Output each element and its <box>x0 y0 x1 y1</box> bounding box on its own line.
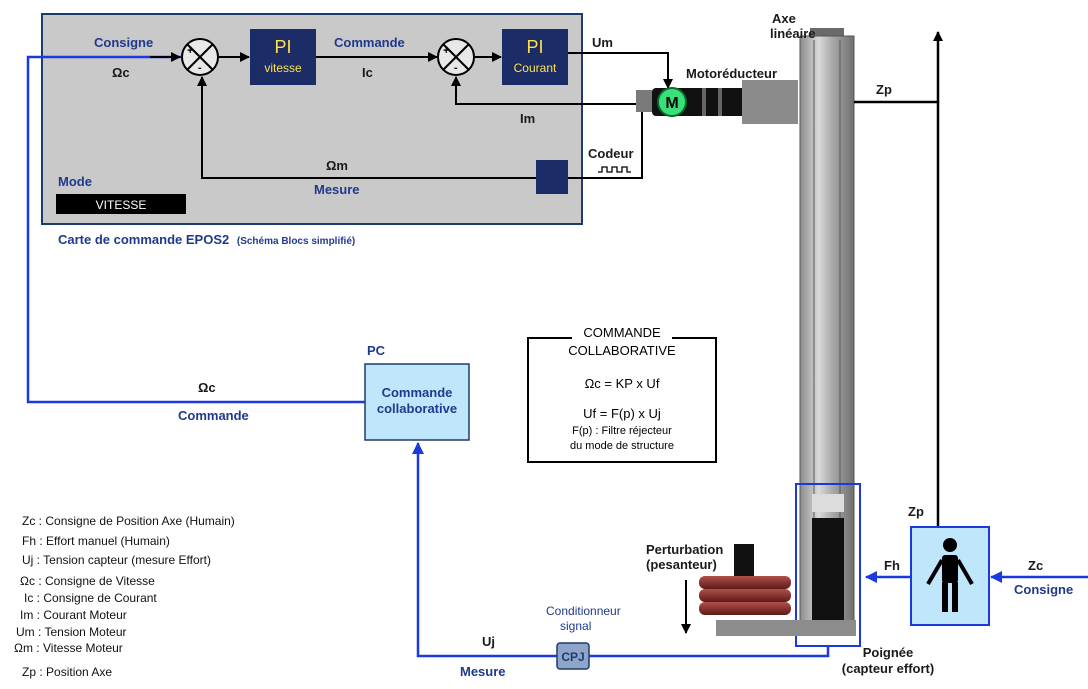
zp-label-human: Zp <box>908 504 924 519</box>
consigne-label: Consigne <box>94 35 153 50</box>
pi-vitesse-block <box>250 29 316 85</box>
board-caption-sub: (Schéma Blocs simplifié) <box>237 236 355 247</box>
perturbation-label-2: (pesanteur) <box>646 557 717 572</box>
legend-item: Im : Courant Moteur <box>20 608 127 622</box>
pc-omega-c-label: Ωc <box>198 380 216 395</box>
summer-2: + - <box>437 38 475 76</box>
legend-item: Fh : Effort manuel (Humain) <box>22 534 170 548</box>
weight-rod <box>734 544 754 578</box>
legend-item: Ωm : Vitesse Moteur <box>14 641 123 655</box>
collab-title-2: COLLABORATIVE <box>568 343 676 358</box>
zc-label: Zc <box>1028 558 1043 573</box>
board-caption: Carte de commande EPOS2 (Schéma Blocs si… <box>58 232 355 247</box>
pi-vitesse-subtitle: vitesse <box>264 61 302 75</box>
cpj-label: CPJ <box>561 650 584 664</box>
motoreducteur-label: Motoréducteur <box>686 66 777 81</box>
legend: Zc : Consigne de Position Axe (Humain) F… <box>14 514 235 679</box>
conditionneur-label-1: Conditionneur <box>546 604 621 618</box>
codeur-wave-icon <box>598 166 631 173</box>
codeur-label: Codeur <box>588 146 634 161</box>
human-icon <box>926 538 974 612</box>
collab-title-1: COMMANDE <box>583 325 661 340</box>
legend-item: Zp : Position Axe <box>22 665 112 679</box>
mesure-label-board: Mesure <box>314 182 360 197</box>
omega-m-label: Ωm <box>326 158 348 173</box>
encoder-housing <box>636 90 652 112</box>
motor-symbol <box>657 87 687 117</box>
axe-label-1: Axe <box>772 11 796 26</box>
ic-label: Ic <box>362 65 373 80</box>
weight-stack <box>699 576 791 615</box>
pc-block-line2: collaborative <box>377 401 457 416</box>
axe-cap <box>810 28 844 36</box>
uj-label: Uj <box>482 634 495 649</box>
legend-item: Uj : Tension capteur (mesure Effort) <box>22 553 211 567</box>
commande-label: Commande <box>334 35 405 50</box>
perturbation-label-1: Perturbation <box>646 542 723 557</box>
encoder-block <box>536 160 568 194</box>
collab-note-2: du mode de structure <box>570 440 674 452</box>
fh-label: Fh <box>884 558 900 573</box>
legend-item: Ic : Consigne de Courant <box>24 591 157 605</box>
um-wire <box>568 52 673 89</box>
pc-block-line1: Commande <box>382 385 453 400</box>
poignee-label-2: (capteur effort) <box>842 661 934 676</box>
motor-ring-1 <box>702 88 706 116</box>
zp-label-top: Zp <box>876 82 892 97</box>
sum1-minus: - <box>198 62 202 74</box>
pi-vitesse-title: PI <box>274 37 291 57</box>
base-plate <box>716 620 856 636</box>
collab-note-1: F(p) : Filtre réjecteur <box>572 425 672 437</box>
poignee-label-1: Poignée <box>863 645 914 660</box>
sum2-plus: + <box>443 45 449 57</box>
consigne-right-label: Consigne <box>1014 582 1073 597</box>
legend-item: Um : Tension Moteur <box>16 625 127 639</box>
pi-courant-title: PI <box>526 37 543 57</box>
summer-1: + - <box>181 38 219 76</box>
mode-value: VITESSE <box>96 198 147 212</box>
gearbox <box>742 80 798 124</box>
board-caption-main: Carte de commande EPOS2 <box>58 232 229 247</box>
codeur-wire <box>568 104 643 179</box>
mesure-wire <box>412 442 557 658</box>
collab-box <box>527 337 717 463</box>
um-label: Um <box>592 35 613 50</box>
im-wire <box>451 76 650 105</box>
carriage-body <box>812 518 844 622</box>
sensor-wire <box>588 646 830 658</box>
collab-eq-1: Ωc = KP x Uf <box>585 376 660 391</box>
omega-c-label: Ωc <box>112 65 130 80</box>
legend-item: Zc : Consigne de Position Axe (Humain) <box>22 514 235 528</box>
motor-ring-2 <box>718 88 722 116</box>
sum1-plus: + <box>187 45 193 57</box>
axe-label-2: linéaire <box>770 26 816 41</box>
im-label: Im <box>520 111 535 126</box>
zp-wire <box>854 31 943 104</box>
pi-courant-block <box>502 29 568 85</box>
pc-block <box>364 363 470 441</box>
pc-label: PC <box>367 343 386 358</box>
mode-label: Mode <box>58 174 92 189</box>
conditionneur-label-2: signal <box>560 619 591 633</box>
legend-item: Ωc : Consigne de Vitesse <box>20 574 155 588</box>
motor-letter: M <box>665 95 678 112</box>
cpj-block <box>556 642 590 670</box>
carriage-top <box>812 494 844 512</box>
sensor-mesure-label: Mesure <box>460 664 506 679</box>
pc-commande-label: Commande <box>178 408 249 423</box>
omega-m-wire <box>197 76 536 179</box>
collab-eq-2: Uf = F(p) x Uj <box>583 406 661 421</box>
consigne-wire <box>26 55 365 404</box>
sum2-minus: - <box>454 62 458 74</box>
mode-display <box>56 194 186 214</box>
pi-courant-subtitle: Courant <box>514 61 557 75</box>
